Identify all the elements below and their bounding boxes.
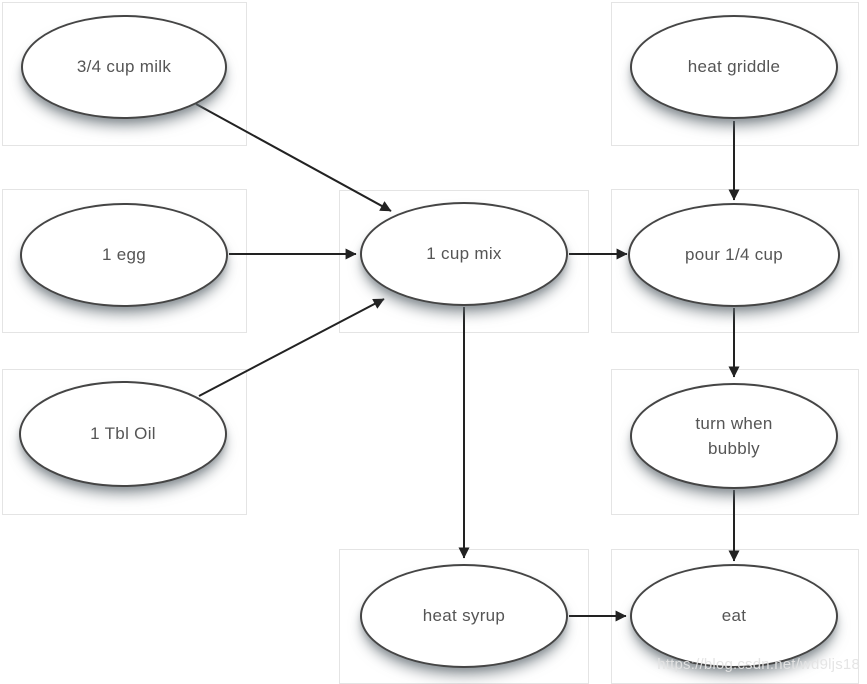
node-griddle: heat griddle <box>630 15 838 119</box>
node-turn: turn when bubbly <box>630 383 838 489</box>
node-eat: eat <box>630 564 838 668</box>
node-pour: pour 1/4 cup <box>628 203 840 307</box>
node-syrup: heat syrup <box>360 564 568 668</box>
node-eat-label: eat <box>721 606 747 626</box>
node-pour-label: pour 1/4 cup <box>684 245 784 265</box>
node-mix: 1 cup mix <box>360 202 568 306</box>
node-egg-label: 1 egg <box>101 245 147 265</box>
node-syrup-label: heat syrup <box>422 606 506 626</box>
node-oil-label: 1 Tbl Oil <box>90 424 156 444</box>
edge-milk-to-mix <box>195 103 392 212</box>
node-milk: 3/4 cup milk <box>21 15 227 119</box>
edge-oil-to-mix <box>198 298 385 397</box>
node-egg: 1 egg <box>20 203 228 307</box>
node-oil: 1 Tbl Oil <box>19 381 227 487</box>
node-milk-label: 3/4 cup milk <box>76 57 172 77</box>
watermark-url: https://blog.csdn.net/wd9ljs18 <box>657 656 860 673</box>
node-mix-label: 1 cup mix <box>426 244 502 264</box>
node-griddle-label: heat griddle <box>687 57 781 77</box>
node-turn-label: turn when bubbly <box>695 413 773 459</box>
